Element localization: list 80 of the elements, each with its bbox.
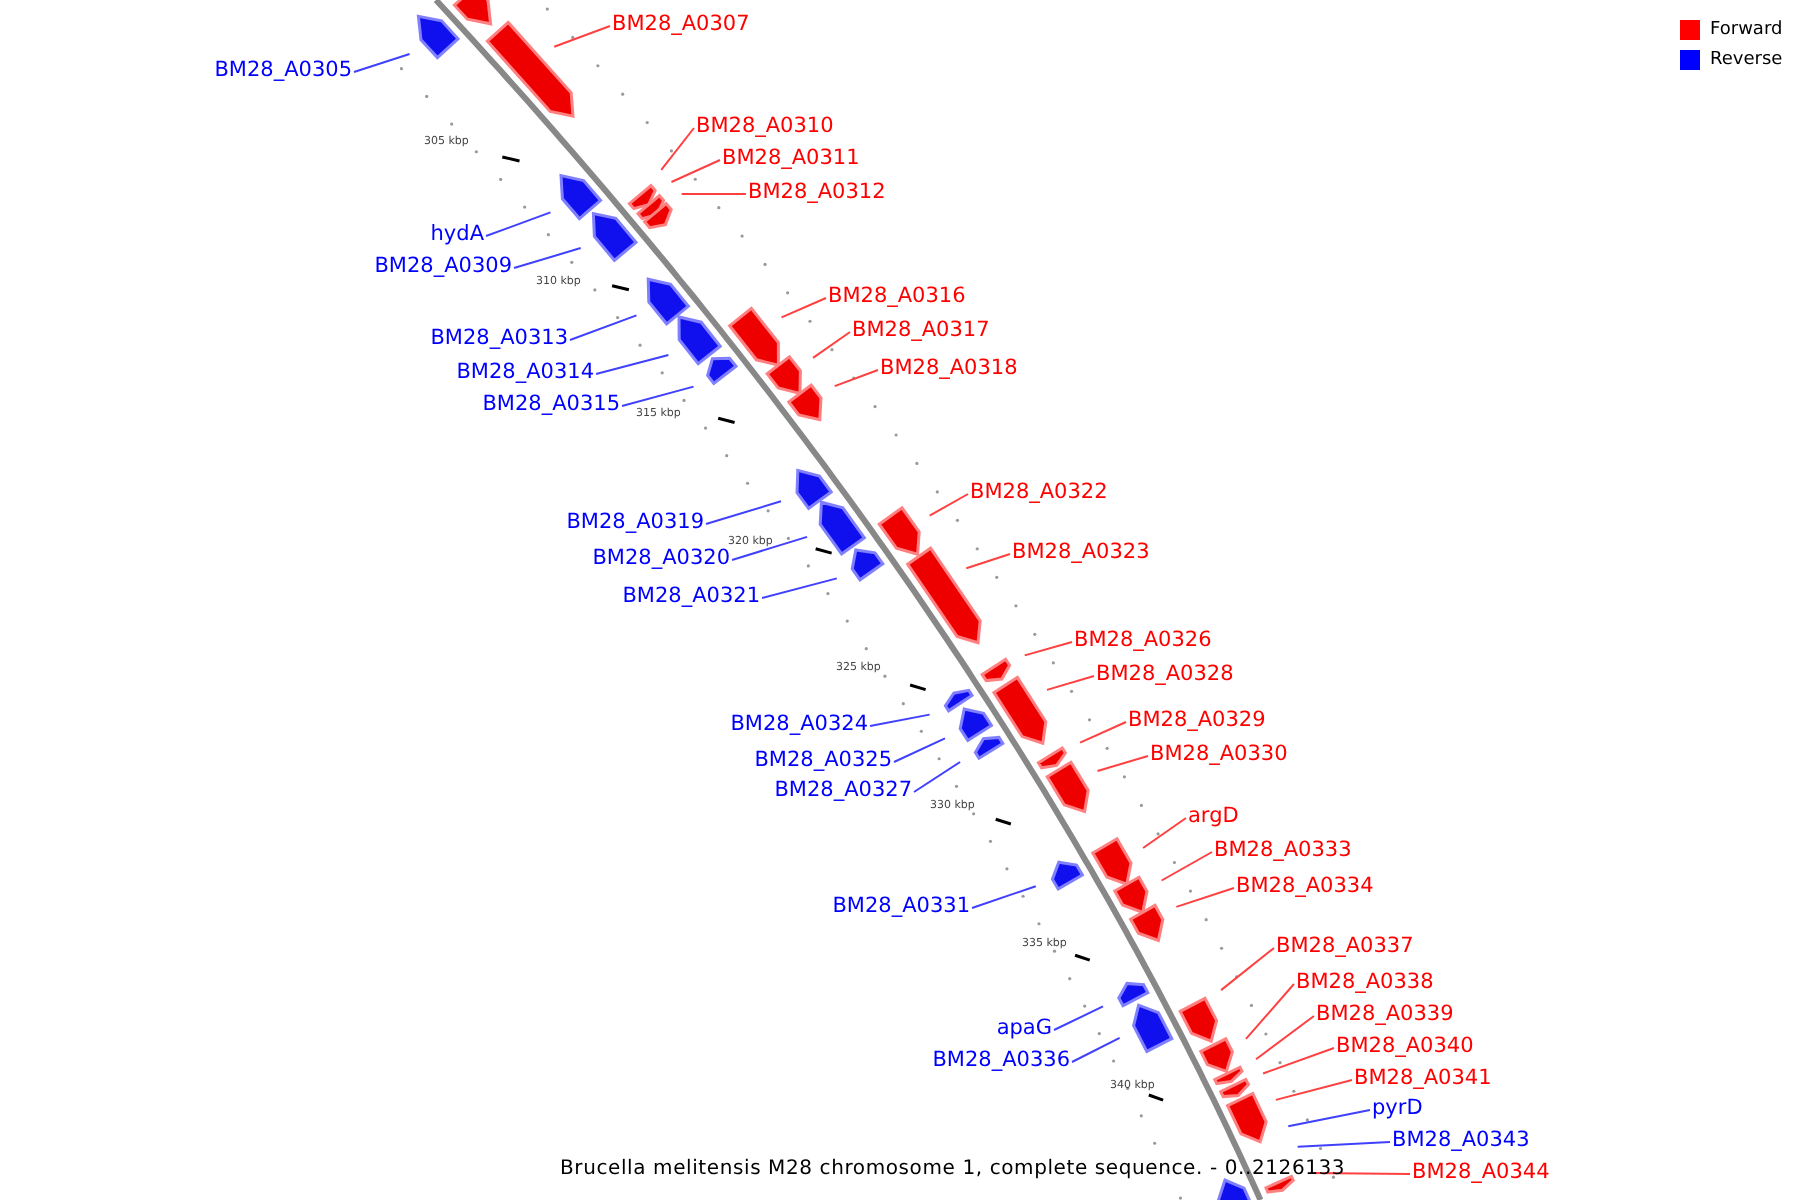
leader-line <box>1053 1005 1104 1031</box>
leader-line <box>485 211 552 237</box>
gene-label: BM28_A0325 <box>754 748 892 772</box>
gene-label: BM28_A0307 <box>612 12 750 36</box>
gene-label: BM28_A0318 <box>880 356 1018 380</box>
leader-line <box>1287 1109 1371 1128</box>
leader-line <box>660 127 695 171</box>
leader-line <box>680 193 747 196</box>
leader-line <box>1142 817 1187 850</box>
leader-line <box>928 493 969 517</box>
leader-line <box>1079 721 1127 744</box>
leader-line <box>1255 1015 1315 1061</box>
gene-label: argD <box>1188 804 1239 828</box>
gene-label: BM28_A0340 <box>1336 1034 1474 1058</box>
gene-label: BM28_A0309 <box>374 254 512 278</box>
leader-line <box>353 52 411 73</box>
gene-label: BM28_A0311 <box>722 146 860 170</box>
gene-label: BM28_A0343 <box>1392 1128 1530 1152</box>
gene-label: BM28_A0315 <box>482 392 620 416</box>
gene-label: BM28_A0305 <box>214 58 352 82</box>
gene-label: BM28_A0319 <box>566 510 704 534</box>
gene-label: BM28_A0334 <box>1236 874 1374 898</box>
gene-label: BM28_A0316 <box>828 284 966 308</box>
gene-label: BM28_A0324 <box>730 712 868 736</box>
leader-line <box>780 297 827 319</box>
gene-label: BM28_A0338 <box>1296 970 1434 994</box>
legend-label: Forward <box>1710 20 1783 40</box>
leader-line <box>761 577 838 599</box>
leader-line <box>1071 1036 1121 1063</box>
leader-line <box>513 247 582 269</box>
leader-line <box>553 25 611 48</box>
leader-line <box>971 885 1037 909</box>
leader-line <box>1220 947 1275 992</box>
leader-line <box>670 159 721 183</box>
gene-label: BM28_A0330 <box>1150 742 1288 766</box>
gene-label: BM28_A0313 <box>430 326 568 350</box>
leader-line <box>731 535 809 561</box>
gene-label: BM28_A0317 <box>852 318 990 342</box>
gene-label: BM28_A0344 <box>1412 1160 1550 1184</box>
caption: Brucella melitensis M28 chromosome 1, complete sequence. - 0..2126133 <box>560 1158 1346 1180</box>
leader-line <box>833 369 879 388</box>
leader-line <box>1296 1141 1391 1148</box>
gene-label: apaG <box>996 1016 1052 1040</box>
leader-line <box>1244 983 1295 1040</box>
leader-line <box>1045 675 1095 691</box>
gene-label: BM28_A0339 <box>1316 1002 1454 1026</box>
gene-label: BM28_A0326 <box>1074 628 1212 652</box>
gene-label: BM28_A0310 <box>696 114 834 138</box>
gene-label: BM28_A0314 <box>456 360 594 384</box>
gene-label: BM28_A0336 <box>932 1048 1070 1072</box>
leader-line <box>869 713 931 727</box>
leader-line <box>913 761 962 793</box>
gene-label: BM28_A0329 <box>1128 708 1266 732</box>
gene-label: BM28_A0341 <box>1354 1066 1492 1090</box>
gene-label: BM28_A0328 <box>1096 662 1234 686</box>
gene-label: BM28_A0327 <box>774 778 912 802</box>
leader-line <box>812 331 851 359</box>
leader-line <box>965 553 1011 570</box>
leader-line <box>1262 1047 1335 1075</box>
gene-label: BM28_A0333 <box>1214 838 1352 862</box>
leader-line <box>705 500 782 525</box>
leader-line <box>1023 641 1073 657</box>
leader-line <box>621 385 695 407</box>
gene-label: BM28_A0312 <box>748 180 886 204</box>
gene-label: hydA <box>430 222 484 246</box>
gene-label: BM28_A0337 <box>1276 934 1414 958</box>
leader-line <box>1274 1079 1353 1101</box>
leader-line <box>595 353 670 375</box>
leader-line <box>893 737 946 763</box>
leader-line <box>1096 755 1149 772</box>
gene-label: BM28_A0321 <box>622 584 760 608</box>
legend-label: Reverse <box>1710 50 1783 70</box>
gene-label: BM28_A0323 <box>1012 540 1150 564</box>
leader-line <box>1160 851 1213 882</box>
gene-label: pyrD <box>1372 1096 1423 1120</box>
leader-line <box>569 314 638 341</box>
gene-label: BM28_A0322 <box>970 480 1108 504</box>
gene-label: BM28_A0331 <box>832 894 970 918</box>
gene-label: BM28_A0320 <box>592 546 730 570</box>
leader-line <box>1175 887 1235 908</box>
